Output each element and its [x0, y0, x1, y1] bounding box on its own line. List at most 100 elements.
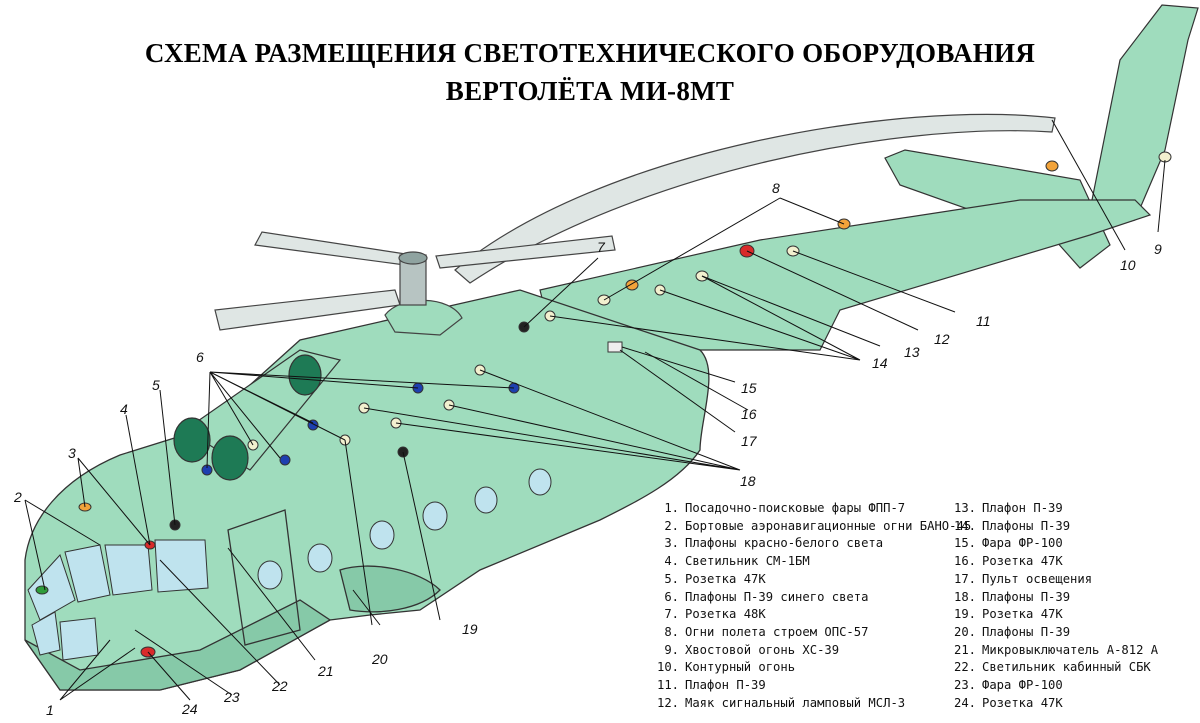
callout-20: 20: [371, 651, 388, 667]
legend-item-number: 21.: [953, 642, 976, 657]
legend-item: 1.Посадочно-поисковые фары ФПП-7: [655, 500, 971, 518]
legend-item: 11.Плафон П-39: [655, 677, 971, 695]
fuselage-body: [24, 289, 710, 691]
legend-item-number: 22.: [953, 660, 976, 675]
legend-item-number: 16.: [953, 554, 976, 569]
callout-21: 21: [317, 663, 334, 679]
callout-10: 10: [1120, 257, 1136, 273]
legend-item: 14.Плафоны П-39: [952, 518, 1158, 536]
porthole-3: [369, 520, 395, 550]
callout-3: 3: [68, 445, 76, 461]
legend-item-text: Светильник кабинный СБК: [982, 660, 1151, 675]
legend-item-text: Фара ФР-100: [982, 678, 1063, 693]
callout-18: 18: [740, 473, 756, 489]
engine-intake-top: [288, 354, 322, 396]
engine-intake-right: [211, 435, 249, 481]
window-side: [154, 539, 209, 593]
callout-4: 4: [120, 401, 128, 417]
legend-item-text: Розетка 47К: [982, 554, 1063, 569]
callout-22: 22: [271, 678, 288, 694]
callout-7: 7: [597, 239, 606, 255]
legend-item-text: Розетка 47К: [685, 571, 766, 586]
legend-item: 13. Плафон П-39: [952, 500, 1158, 518]
porthole-1: [257, 560, 283, 590]
legend-item-text: Контурный огонь: [685, 660, 796, 675]
legend-item-text: Плафон П-39: [685, 678, 766, 693]
legend-item-number: 6.: [664, 589, 679, 604]
callout-16: 16: [741, 406, 757, 422]
legend-item: 16. Розетка 47К: [952, 553, 1158, 571]
engine-intake-left: [173, 417, 211, 463]
legend-item: 22. Светильник кабинный СБК: [952, 659, 1158, 677]
legend-item: 23. Фара ФР-100: [952, 677, 1158, 695]
porthole-5: [474, 486, 498, 514]
callout-lines: [24, 119, 1166, 701]
fuselage-underside: [24, 599, 332, 691]
legend-item: 8.Огни полета строем ОПС-57: [655, 624, 971, 642]
rotor-hub-cap: [398, 251, 428, 265]
legend-item-text: Розетка 48К: [685, 607, 766, 622]
light-green-nav: [35, 585, 49, 595]
legend-item-text: Плафоны П-39: [982, 624, 1071, 639]
rotor-hub: [384, 251, 463, 336]
legend-item-number: 10.: [656, 660, 679, 675]
rotor-blade-left: [254, 231, 414, 266]
callout-17: 17: [741, 433, 758, 449]
porthole-6: [528, 468, 552, 496]
light-orange-3: [1045, 160, 1059, 172]
callout-15: 15: [741, 380, 757, 396]
legend-item: 9.Хвостовой огонь ХС-39: [655, 642, 971, 660]
legend-item-text: Плафон П-39: [982, 501, 1063, 515]
legend-item-number: 20.: [953, 624, 976, 639]
porthole-2: [307, 543, 333, 573]
callout-19: 19: [462, 621, 478, 637]
legend-item: 5.Розетка 47К: [655, 571, 971, 589]
engines: [173, 349, 342, 481]
legend-item-number: 23.: [953, 678, 976, 693]
callout-14: 14: [872, 355, 888, 371]
legend-item-text: Маяк сигнальный ламповый МСЛ-3: [685, 695, 906, 710]
legend-item-text: Плафоны красно-белого света: [685, 536, 884, 551]
legend-item: 7. Розетка 48К: [655, 606, 971, 624]
callout-8: 8: [772, 180, 780, 196]
window-front-3: [104, 544, 153, 596]
callout-2: 2: [13, 489, 22, 505]
legend-item: 24. Розетка 47К: [952, 695, 1158, 713]
rotor-blade-right: [435, 235, 616, 269]
callout-24: 24: [181, 701, 198, 717]
legend-item-text: Посадочно-поисковые фары ФПП-7: [685, 501, 906, 515]
legend-item: 2. Бортовые аэронавигационные огни БАНО-4…: [655, 518, 971, 536]
legend-item-number: 7.: [664, 607, 679, 622]
legend-item-text: Микровыключатель А-812 А: [982, 642, 1159, 657]
legend-item-text: Плафоны П-39 синего света: [685, 589, 869, 604]
legend-item-text: Пульт освещения: [982, 571, 1093, 586]
title-line-2: ВЕРТОЛЁТА МИ-8МТ: [445, 76, 735, 106]
porthole-4: [422, 501, 448, 531]
legend-item-number: 13.: [953, 501, 976, 515]
legend-item-text: Розетка 47К: [982, 695, 1063, 710]
legend-item: 18.Плафоны П-39: [952, 589, 1158, 607]
tail-section: [539, 4, 1199, 371]
window-lower-1: [31, 611, 61, 656]
legend-item: 10. Контурный огонь: [655, 659, 971, 677]
legend-item-number: 8.: [664, 624, 679, 639]
legend-item-text: Бортовые аэронавигационные огни БАНО-45: [685, 518, 972, 533]
legend-item-number: 18.: [953, 589, 976, 604]
legend-item: 19.Розетка 47К: [952, 606, 1158, 624]
legend-item-number: 12.: [656, 695, 679, 710]
callout-6: 6: [196, 349, 204, 365]
callout-numbers: 1 2 3 4 5 6 7 8 9 10 11 12 13 14 15 16 1…: [13, 180, 1162, 718]
callout-11: 11: [976, 313, 991, 329]
legend-item-number: 2.: [664, 518, 679, 533]
legend-item-number: 24.: [953, 695, 976, 710]
legend-item: 4.Светильник СМ-1БМ: [655, 553, 971, 571]
fuselage: [24, 289, 710, 691]
legend-item-number: 9.: [664, 642, 679, 657]
title-line-1: СХЕМА РАЗМЕЩЕНИЯ СВЕТОТЕХНИЧЕСКОГО ОБОРУ…: [144, 38, 1036, 68]
rotor-hub-base: [384, 299, 463, 336]
callout-5: 5: [152, 377, 160, 393]
callout-9: 9: [1154, 241, 1162, 257]
